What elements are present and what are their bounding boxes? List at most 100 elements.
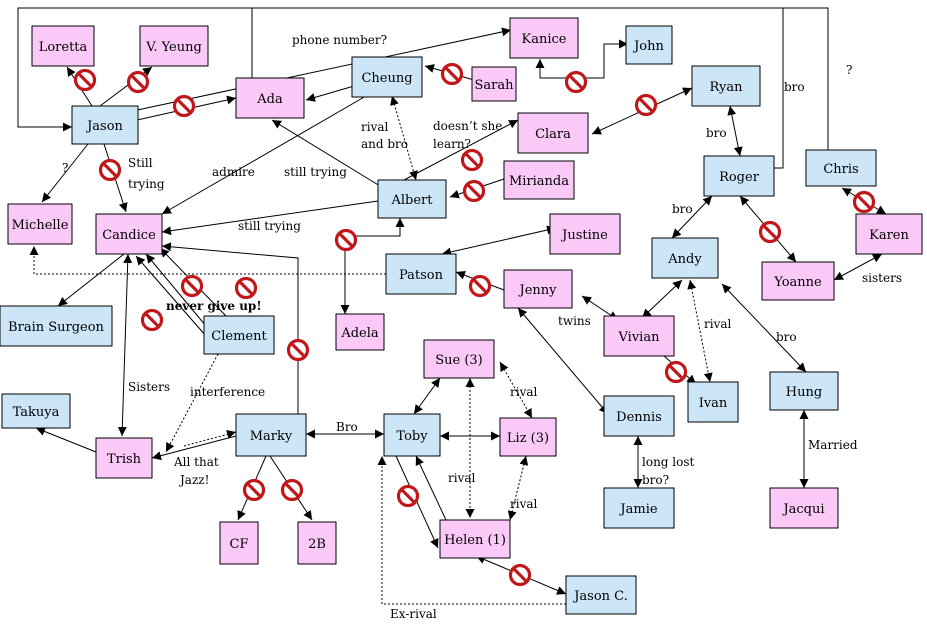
- edge-jenny-dennis: [517, 307, 609, 415]
- node-jenny[interactable]: Jenny: [503, 269, 573, 309]
- edge-candice-brain: [57, 253, 125, 307]
- no-sign-icon: [242, 478, 266, 502]
- node-albert[interactable]: Albert: [377, 179, 447, 219]
- node-label: John: [632, 39, 664, 54]
- node-loretta[interactable]: Loretta: [31, 25, 95, 67]
- node-jacqui[interactable]: Jacqui: [769, 487, 839, 529]
- node-ada[interactable]: Ada: [235, 77, 305, 119]
- no-sign-icon: [564, 70, 588, 94]
- node-mirianda[interactable]: Mirianda: [503, 160, 575, 200]
- node-dennis[interactable]: Dennis: [603, 395, 675, 437]
- node-karen[interactable]: Karen: [855, 213, 923, 255]
- label-interference: interference: [190, 385, 265, 399]
- node-hung[interactable]: Hung: [769, 371, 839, 411]
- node-marky[interactable]: Marky: [235, 413, 307, 457]
- no-sign-icon: [172, 94, 196, 118]
- label-bro-andy-hung: bro: [776, 330, 797, 344]
- node-clement[interactable]: Clement: [203, 315, 275, 355]
- node-sue[interactable]: Sue (3): [423, 339, 495, 379]
- node-michelle[interactable]: Michelle: [7, 203, 73, 245]
- edge-marky-candice: [161, 242, 299, 414]
- node-jason[interactable]: Jason: [71, 105, 139, 145]
- no-sign-icon: [98, 158, 122, 182]
- label-sisters-karen: sisters: [862, 271, 902, 285]
- edge-albert-candice: [161, 200, 379, 236]
- edge-patson-michelle: [29, 246, 386, 275]
- node-label: Helen (1): [444, 533, 506, 548]
- label-bro-question: bro?: [642, 473, 669, 487]
- edge-toby-sue: [413, 377, 441, 415]
- edge-andy-vivian: [641, 279, 683, 319]
- node-liz[interactable]: Liz (3): [499, 417, 557, 457]
- node-label: Vivian: [618, 330, 661, 345]
- node-label: Hung: [786, 385, 822, 400]
- node-patson[interactable]: Patson: [385, 253, 457, 295]
- node-yoanne[interactable]: Yoanne: [761, 261, 835, 301]
- node-takuya[interactable]: Takuya: [1, 393, 71, 429]
- node-label: Dennis: [616, 410, 662, 425]
- node-candice[interactable]: Candice: [95, 213, 163, 255]
- node-cheung[interactable]: Cheung: [351, 56, 423, 98]
- node-toby[interactable]: Toby: [383, 413, 441, 457]
- node-label: Ryan: [709, 80, 743, 95]
- node-brain-surgeon[interactable]: Brain Surgeon: [0, 305, 113, 347]
- label-bro-ryan-roger: bro: [706, 126, 727, 140]
- node-clara[interactable]: Clara: [517, 112, 589, 154]
- node-ryan[interactable]: Ryan: [691, 65, 761, 107]
- node-jamie[interactable]: Jamie: [603, 487, 675, 529]
- node-label: Roger: [719, 170, 760, 185]
- node-vivian[interactable]: Vivian: [603, 315, 675, 357]
- no-sign-icon: [234, 276, 258, 300]
- edge-trish-takuya: [35, 427, 97, 453]
- node-label: Sarah: [475, 78, 515, 93]
- node-kanice[interactable]: Kanice: [509, 17, 579, 59]
- no-sign-icon: [140, 308, 164, 332]
- node-label: Mirianda: [509, 174, 569, 189]
- edge-trish-marky-dotted: [183, 429, 237, 447]
- edge-ryan-roger: [727, 105, 743, 157]
- node-helen[interactable]: Helen (1): [439, 519, 511, 559]
- no-sign-icon: [180, 274, 204, 298]
- node-sarah[interactable]: Sarah: [471, 66, 517, 102]
- node-john[interactable]: John: [625, 25, 673, 65]
- label-phone-number: phone number?: [292, 33, 387, 47]
- node-label: Trish: [107, 452, 142, 467]
- node-chris[interactable]: Chris: [805, 149, 877, 187]
- edge-albert-ada: [271, 119, 381, 187]
- label-still: Still: [128, 156, 153, 170]
- node-label: Adela: [340, 326, 379, 341]
- no-sign-icon: [852, 190, 876, 214]
- node-label: Kanice: [522, 32, 567, 47]
- node-label: Andy: [667, 252, 702, 267]
- node-label: Michelle: [12, 218, 69, 233]
- node-adela[interactable]: Adela: [335, 313, 385, 351]
- no-sign-icon: [440, 62, 464, 86]
- node-label: Jenny: [518, 283, 558, 298]
- edge-jason-michelle: [41, 143, 89, 203]
- node-label: Karen: [869, 228, 909, 243]
- node-roger[interactable]: Roger: [703, 155, 775, 197]
- edge-marky-trish: [151, 435, 237, 461]
- edge-justine-patson: [441, 225, 557, 257]
- node-label: Loretta: [39, 40, 88, 55]
- label-rival-andy-ivan: rival: [704, 317, 732, 331]
- label-bro-marky-toby: Bro: [336, 420, 358, 434]
- label-question-michelle: ?: [62, 161, 68, 175]
- node-justine[interactable]: Justine: [549, 213, 621, 255]
- node-cf[interactable]: CF: [219, 521, 259, 565]
- no-sign-icon: [634, 93, 658, 117]
- label-and-bro: and bro: [361, 137, 408, 151]
- node-ivan[interactable]: Ivan: [687, 381, 739, 423]
- node-v-yeung[interactable]: V. Yeung: [139, 25, 209, 67]
- node-2b[interactable]: 2B: [297, 521, 337, 565]
- label-rival-liz-helen: rival: [510, 497, 538, 511]
- edge-albert-adela: [340, 218, 405, 314]
- label-all-that: All that: [173, 455, 219, 469]
- edge-clement-trish: [165, 353, 219, 453]
- node-andy[interactable]: Andy: [651, 237, 719, 279]
- node-jason-c[interactable]: Jason C.: [565, 575, 637, 615]
- node-label: V. Yeung: [145, 40, 202, 55]
- node-trish[interactable]: Trish: [95, 437, 153, 479]
- label-trying: trying: [128, 177, 165, 191]
